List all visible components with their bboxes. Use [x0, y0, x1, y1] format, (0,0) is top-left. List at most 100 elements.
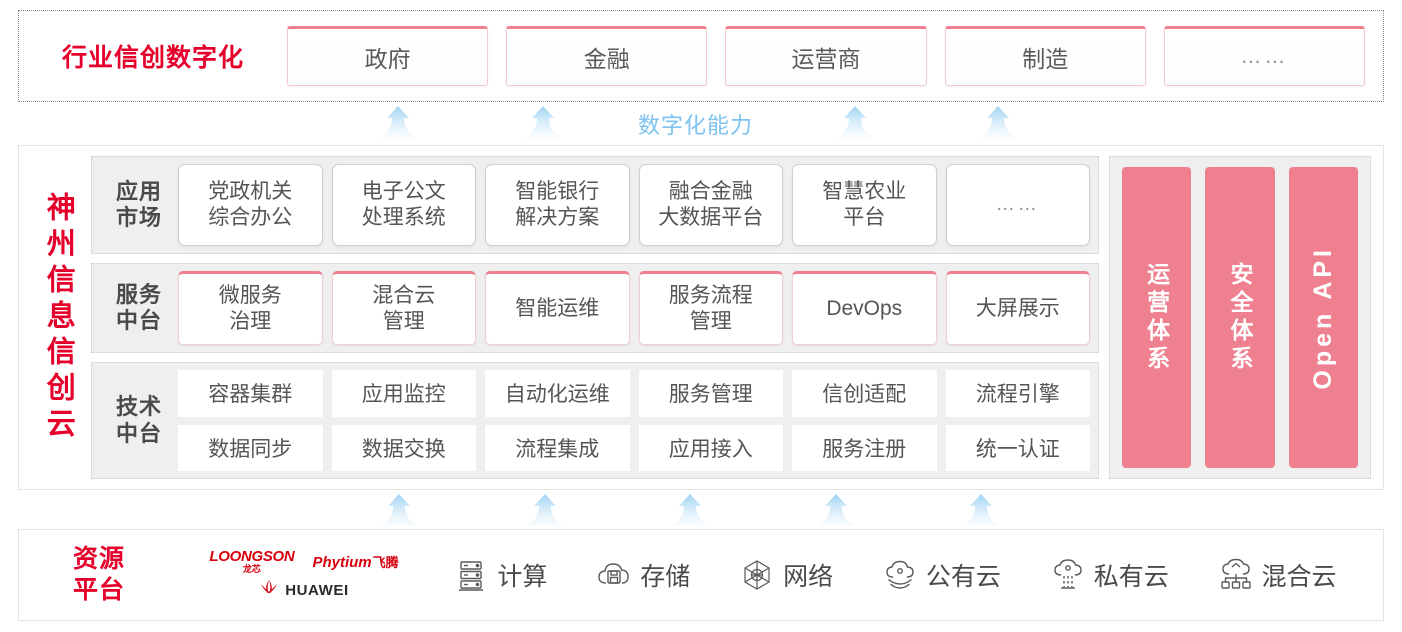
- svc-cell-bigscreen-display[interactable]: 大屏展示: [945, 271, 1090, 345]
- resource-item-hybrid-cloud[interactable]: 混合云: [1218, 557, 1337, 593]
- industry-box-manufacturing[interactable]: 制造: [944, 26, 1146, 86]
- industry-box-operator[interactable]: 运营商: [725, 26, 927, 86]
- up-arrow-icon: [524, 493, 566, 527]
- layer-stack: 应用 市场 党政机关综合办公 电子公文处理系统 智能银行解决方案 融合金融大数据…: [91, 156, 1099, 479]
- resource-item-private-cloud[interactable]: 私有云: [1050, 557, 1169, 593]
- layer-label-line1: 技术: [115, 394, 162, 420]
- tech-cell-process-integration[interactable]: 流程集成: [485, 424, 630, 471]
- up-arrow-icon: [522, 105, 564, 139]
- digital-capability-strip: 数字化能力: [18, 103, 1384, 143]
- layer-label-line1: 应用: [115, 178, 162, 204]
- resource-item-network[interactable]: 网络: [739, 557, 833, 593]
- resource-item-label-storage: 存储: [640, 563, 691, 591]
- industry-box-list: 政府 金融 运营商 制造 ……: [287, 11, 1383, 101]
- app-cell-edoc-system[interactable]: 电子公文处理系统: [331, 164, 476, 246]
- resource-uplink-strip: [18, 491, 1384, 529]
- industry-box-more[interactable]: ……: [1163, 26, 1366, 86]
- up-arrow-icon: [977, 105, 1019, 139]
- app-cell-smart-agriculture[interactable]: 智慧农业平台: [792, 164, 937, 246]
- technology-platform-rows: 容器集群 应用监控 自动化运维 服务管理 信创适配 流程引擎 数据同步 数据交换…: [178, 370, 1090, 471]
- layer-label-line2: 中台: [115, 308, 162, 333]
- app-cell-finance-bigdata[interactable]: 融合金融大数据平台: [638, 164, 783, 246]
- hybrid-cloud-icon: [1218, 557, 1254, 593]
- tech-cell-data-sync[interactable]: 数据同步: [178, 424, 323, 471]
- service-platform-cells: 微服务治理 混合云管理 智能运维 服务流程管理 DevOps 大屏展示: [178, 271, 1090, 345]
- layer-service-platform: 服务 中台 微服务治理 混合云管理 智能运维 服务流程管理 DevOps 大屏展…: [91, 263, 1099, 353]
- svc-cell-service-process-mgmt[interactable]: 服务流程管理: [638, 271, 783, 345]
- public-cloud-icon: [882, 557, 918, 593]
- cloud-platform-panel: 神州信息信创云 应用 市场 党政机关综合办公 电子公文处理系统 智能银行解决方案…: [18, 145, 1384, 490]
- resource-item-storage[interactable]: 存储: [596, 557, 690, 593]
- loongson-logo-text-cn: 龙芯: [242, 563, 261, 574]
- loongson-logo: LOONGSON 龙芯: [209, 549, 294, 574]
- resource-item-compute[interactable]: 计算: [453, 557, 547, 593]
- svc-cell-hybrid-cloud-mgmt[interactable]: 混合云管理: [331, 271, 476, 345]
- industry-box-government[interactable]: 政府: [287, 26, 489, 86]
- up-arrow-icon: [815, 493, 857, 527]
- svc-cell-devops[interactable]: DevOps: [792, 271, 937, 345]
- phytium-logo-text-en: Phytium: [312, 553, 372, 571]
- svc-cell-intelligent-ops[interactable]: 智能运维: [485, 271, 630, 345]
- tech-cell-container-cluster[interactable]: 容器集群: [178, 370, 323, 417]
- huawei-logo-text: HUAWEI: [285, 581, 349, 599]
- resource-item-label-private-cloud: 私有云: [1093, 563, 1169, 591]
- app-cell-government-office[interactable]: 党政机关综合办公: [178, 164, 323, 246]
- layer-application-market: 应用 市场 党政机关综合办公 电子公文处理系统 智能银行解决方案 融合金融大数据…: [91, 156, 1099, 254]
- vendor-logo-row-2: HUAWEI: [259, 579, 349, 602]
- tech-cell-xinchuang-adaptation[interactable]: 信创适配: [792, 370, 937, 417]
- layer-label-service-platform: 服务 中台: [100, 282, 178, 335]
- pillar-open-api[interactable]: Open API: [1288, 167, 1358, 468]
- industry-box-finance[interactable]: 金融: [506, 26, 708, 86]
- vendor-logo-row-1: LOONGSON 龙芯 Phytium 飞腾: [209, 549, 398, 574]
- pillar-label-security: 安全体系: [1226, 261, 1253, 374]
- private-cloud-icon: [1050, 557, 1086, 593]
- cloud-platform-title: 神州信息信创云: [19, 146, 91, 489]
- technology-row-1: 容器集群 应用监控 自动化运维 服务管理 信创适配 流程引擎: [178, 370, 1090, 417]
- app-cell-smart-bank[interactable]: 智能银行解决方案: [485, 164, 630, 246]
- phytium-logo: Phytium 飞腾: [312, 552, 398, 571]
- tech-cell-data-exchange[interactable]: 数据交换: [331, 424, 476, 471]
- resource-platform-title: 资源 平台: [19, 544, 179, 607]
- technology-row-2: 数据同步 数据交换 流程集成 应用接入 服务注册 统一认证: [178, 424, 1090, 471]
- cloud-storage-icon: [596, 557, 632, 593]
- cloud-platform-title-text: 神州信息信创云: [42, 191, 75, 444]
- up-arrow-icon: [960, 493, 1002, 527]
- pillar-operations-system[interactable]: 运营体系: [1122, 167, 1192, 468]
- layer-label-line2: 中台: [115, 420, 162, 446]
- server-rack-icon: [453, 557, 489, 593]
- digital-capability-label: 数字化能力: [638, 113, 754, 138]
- layer-label-line1: 服务: [115, 281, 162, 307]
- resource-title-line1: 资源: [72, 544, 125, 573]
- tech-cell-app-monitoring[interactable]: 应用监控: [331, 370, 476, 417]
- vertical-pillar-group: 运营体系 安全体系 Open API: [1109, 156, 1371, 479]
- layer-label-application-market: 应用 市场: [100, 179, 178, 232]
- resource-item-label-network: 网络: [783, 563, 834, 591]
- layer-technology-platform: 技术 中台 容器集群 应用监控 自动化运维 服务管理 信创适配 流程引擎 数据同…: [91, 362, 1099, 479]
- loongson-logo-text-en: LOONGSON: [209, 547, 295, 565]
- resource-item-label-hybrid-cloud: 混合云: [1261, 563, 1337, 591]
- layer-label-line2: 市场: [115, 205, 162, 230]
- application-market-cells: 党政机关综合办公 电子公文处理系统 智能银行解决方案 融合金融大数据平台 智慧农…: [178, 164, 1090, 246]
- tech-cell-service-mgmt[interactable]: 服务管理: [638, 370, 783, 417]
- tech-cell-unified-auth[interactable]: 统一认证: [945, 424, 1090, 471]
- svc-cell-microservice-governance[interactable]: 微服务治理: [178, 271, 323, 345]
- tech-cell-app-access[interactable]: 应用接入: [638, 424, 783, 471]
- tech-cell-process-engine[interactable]: 流程引擎: [945, 370, 1090, 417]
- app-cell-more[interactable]: ……: [945, 164, 1090, 246]
- up-arrow-icon: [378, 493, 420, 527]
- resource-title-line2: 平台: [72, 576, 125, 604]
- huawei-flower-icon: [259, 579, 279, 602]
- resource-item-label-compute: 计算: [497, 563, 548, 591]
- pillar-security-system[interactable]: 安全体系: [1205, 167, 1275, 468]
- industry-band: 行业信创数字化 政府 金融 运营商 制造 ……: [18, 10, 1384, 102]
- phytium-logo-text-cn: 飞腾: [372, 554, 399, 570]
- up-arrow-icon: [834, 105, 876, 139]
- tech-cell-service-registry[interactable]: 服务注册: [792, 424, 937, 471]
- resource-item-list: 计算 存储 网络: [429, 557, 1383, 593]
- up-arrow-icon: [377, 105, 419, 139]
- industry-band-title: 行业信创数字化: [61, 44, 244, 72]
- tech-cell-automated-ops[interactable]: 自动化运维: [485, 370, 630, 417]
- network-mesh-icon: [739, 557, 775, 593]
- resource-platform-panel: 资源 平台 LOONGSON 龙芯 Phytium 飞腾 HUA: [18, 529, 1384, 621]
- resource-item-public-cloud[interactable]: 公有云: [882, 557, 1001, 593]
